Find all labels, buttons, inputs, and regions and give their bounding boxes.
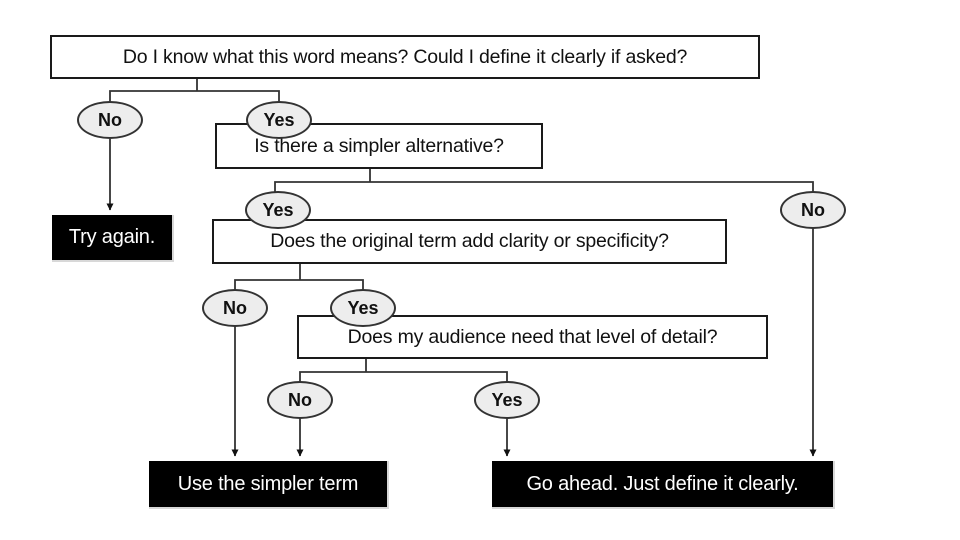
edge-q1-branch: [109, 79, 280, 101]
answer-q2-yes: Yes: [245, 191, 311, 229]
outcome-go-ahead: Go ahead. Just define it clearly.: [492, 461, 833, 507]
outcome-use-simpler-term: Use the simpler term: [149, 461, 387, 507]
outcome-try-again: Try again.: [52, 215, 172, 260]
answer-q4-no: No: [267, 381, 333, 419]
answer-q1-yes: Yes: [246, 101, 312, 139]
answer-q1-no: No: [77, 101, 143, 139]
answer-q3-yes: Yes: [330, 289, 396, 327]
question-adds-clarity: Does the original term add clarity or sp…: [212, 219, 727, 264]
edge-q2-branch: [274, 169, 814, 192]
edge-q4-branch: [299, 359, 508, 382]
edge-q3-branch: [234, 264, 364, 290]
answer-q3-no: No: [202, 289, 268, 327]
answer-q4-yes: Yes: [474, 381, 540, 419]
question-know-word: Do I know what this word means? Could I …: [50, 35, 760, 79]
answer-q2-no: No: [780, 191, 846, 229]
question-audience-detail: Does my audience need that level of deta…: [297, 315, 768, 359]
